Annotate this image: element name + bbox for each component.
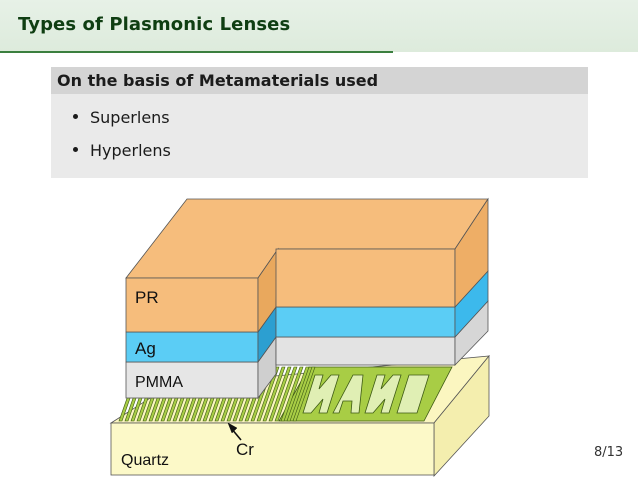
plasmonic-lens-figure: PR Ag PMMA Quartz Cr xyxy=(109,197,490,477)
pr-back xyxy=(275,248,456,308)
slide-title: Types of Plasmonic Lenses xyxy=(18,14,291,35)
quartz-label: Quartz xyxy=(121,452,169,469)
cr-grating-line xyxy=(262,366,286,422)
list-item-label: Hyperlens xyxy=(90,141,171,160)
title-underline xyxy=(0,51,393,53)
ag-back xyxy=(275,306,456,338)
cr-grating-line xyxy=(292,366,316,422)
list-item: Superlens xyxy=(73,108,170,127)
nano-pattern xyxy=(302,374,430,414)
list-item: Hyperlens xyxy=(73,141,171,160)
cr-grating-line xyxy=(286,366,310,422)
bullet-icon xyxy=(73,114,78,119)
cr-grating-line xyxy=(268,366,292,422)
content-block: On the basis of Metamaterials used Super… xyxy=(51,67,588,178)
block-body xyxy=(51,94,588,178)
ag-label: Ag xyxy=(135,339,156,358)
block-heading: On the basis of Metamaterials used xyxy=(51,67,588,94)
pr-right-side xyxy=(454,197,489,309)
cr-grating-line xyxy=(280,366,304,422)
pr-label: PR xyxy=(135,288,159,307)
bullet-icon xyxy=(73,147,78,152)
pr-front xyxy=(125,277,259,333)
cr-grating-line xyxy=(256,366,280,422)
ag-front xyxy=(125,331,259,363)
pmma-label: PMMA xyxy=(135,374,183,391)
list-item-label: Superlens xyxy=(90,108,170,127)
pointer-arrow-icon xyxy=(227,422,242,441)
cr-label: Cr xyxy=(236,440,254,459)
frame-title-bar xyxy=(0,0,638,52)
cr-grating-line xyxy=(274,366,298,422)
quartz-front xyxy=(110,422,435,476)
page-number: 8/13 xyxy=(594,445,624,460)
pmma-back xyxy=(275,336,456,366)
